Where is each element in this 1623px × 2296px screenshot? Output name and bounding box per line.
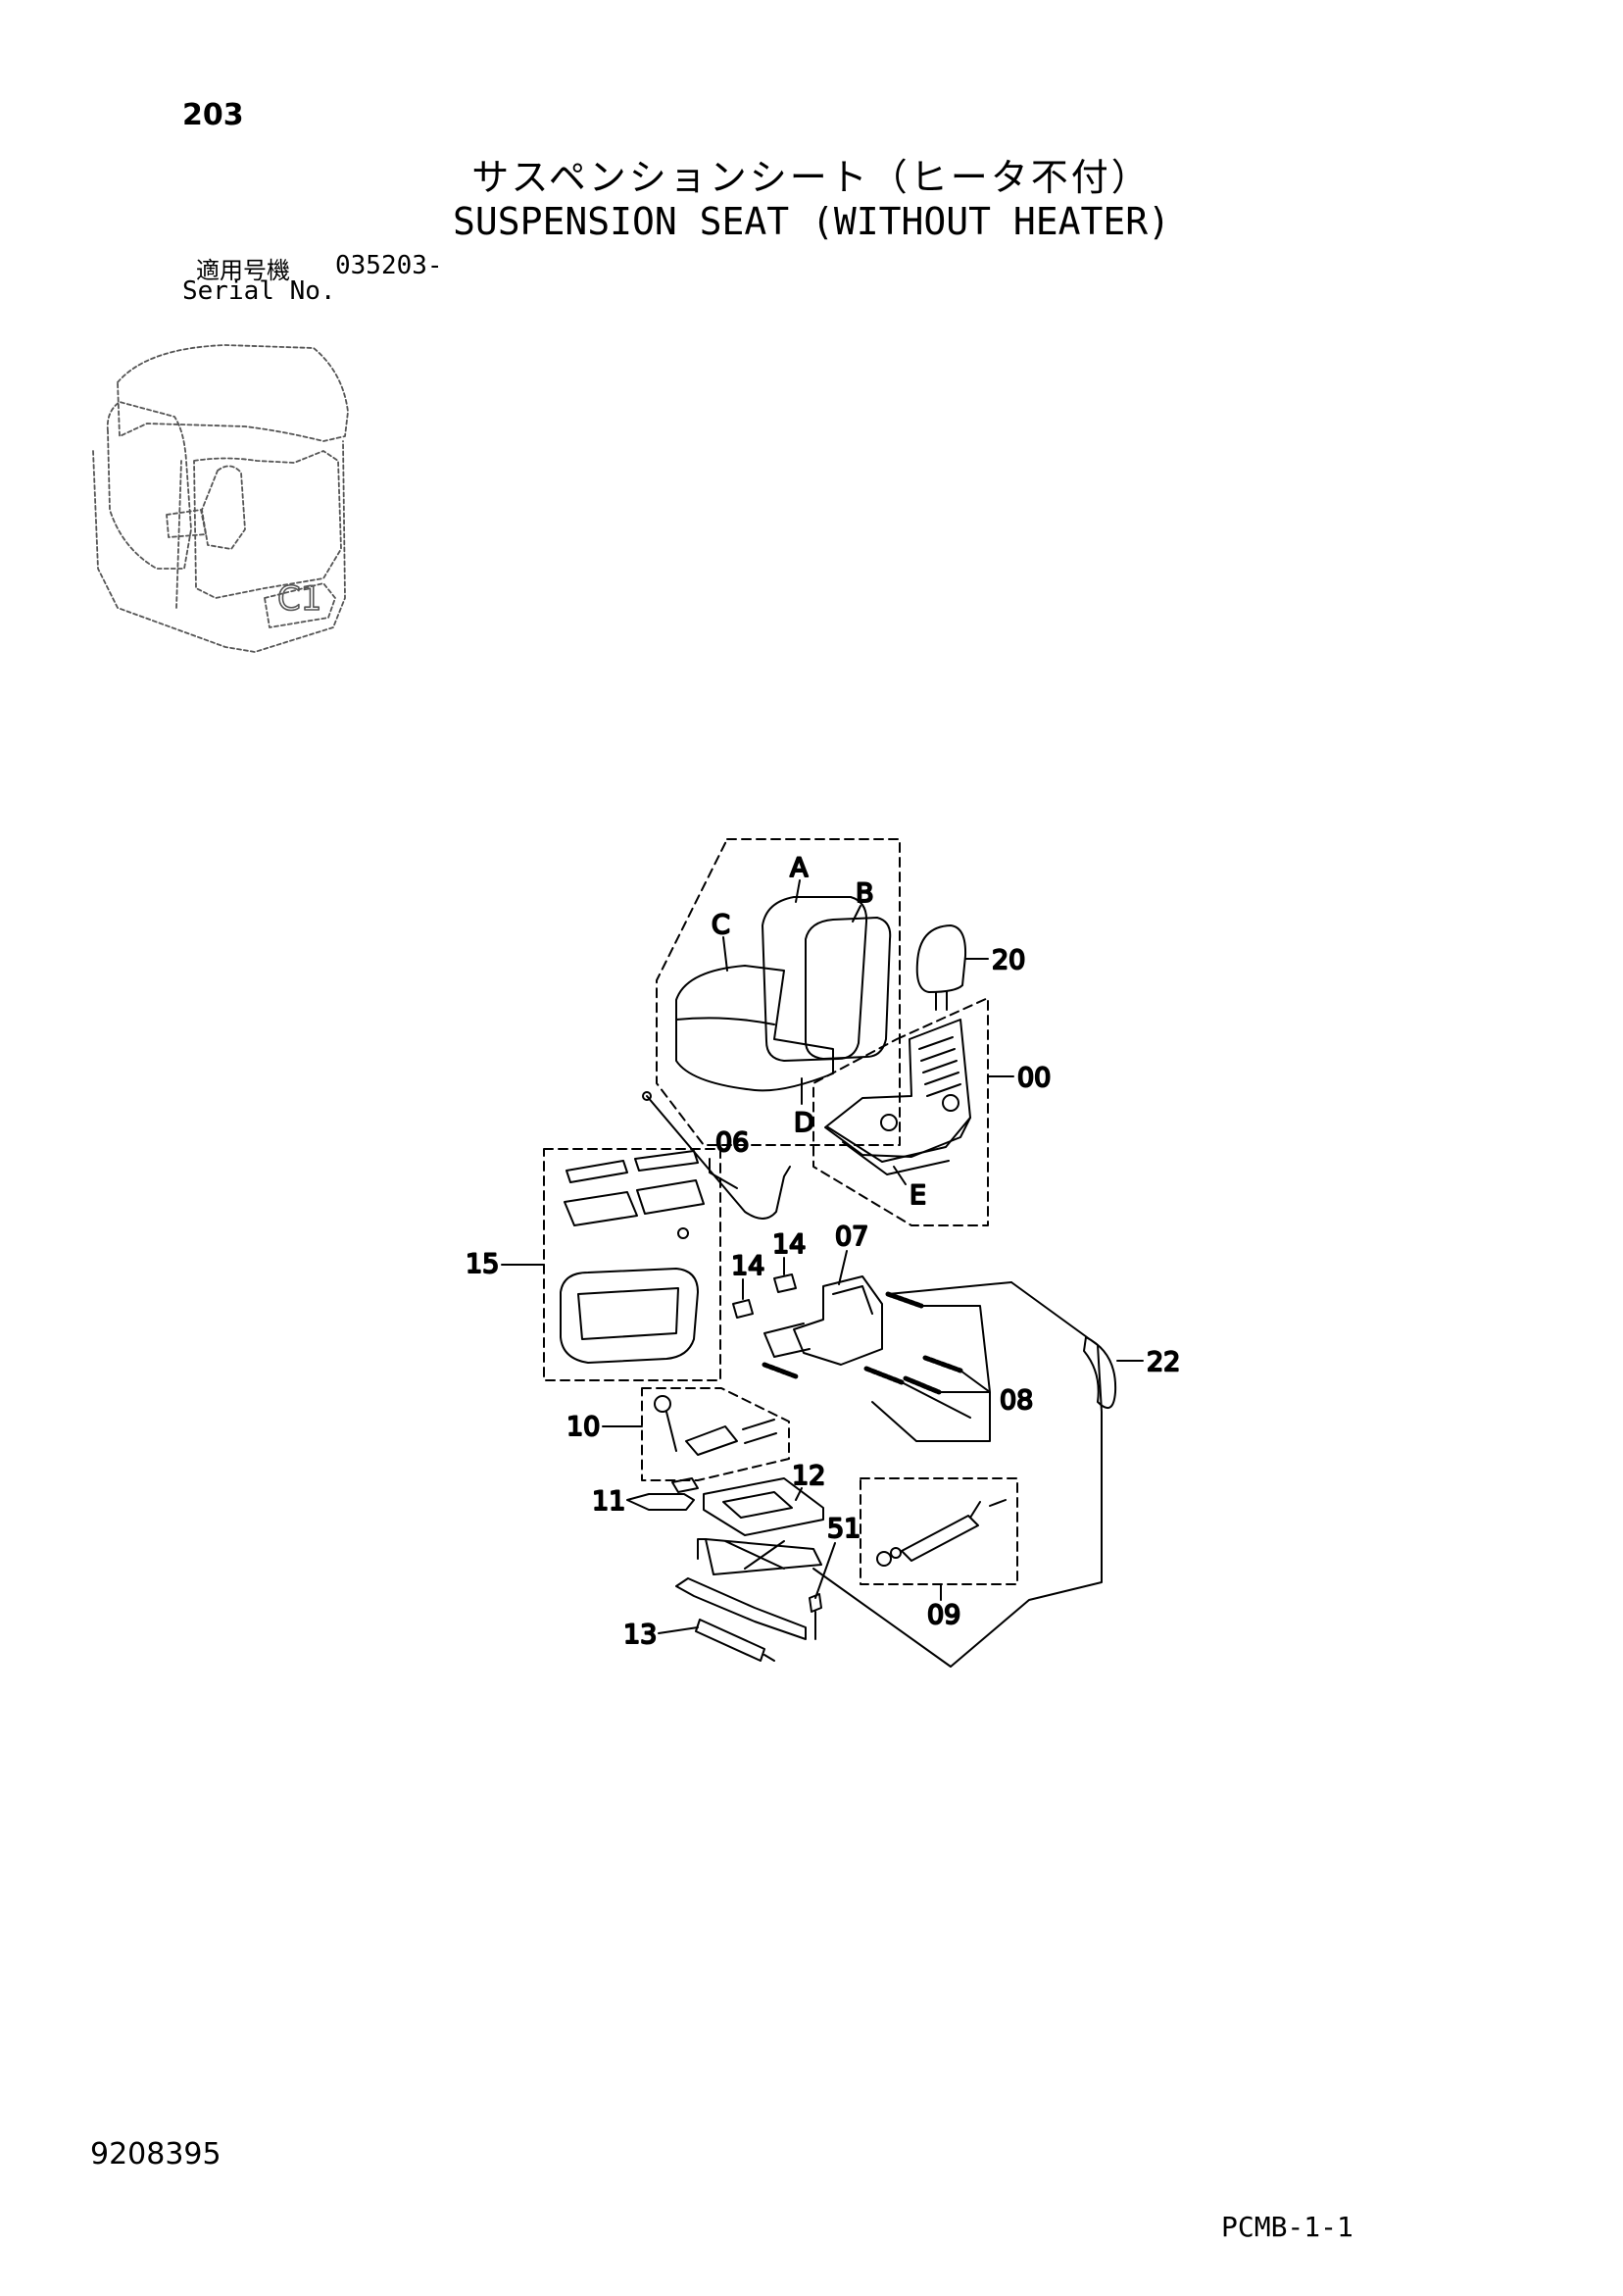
part-11 xyxy=(671,1477,699,1493)
leader-51 xyxy=(814,1542,836,1599)
spring-08-4 xyxy=(903,1375,942,1395)
leader-B xyxy=(852,905,861,923)
callout-15: 15 xyxy=(466,1249,499,1279)
washer-09-2 xyxy=(890,1547,902,1559)
callout-09: 09 xyxy=(927,1600,960,1630)
leader-12 xyxy=(795,1487,803,1501)
seat-rail-lower xyxy=(564,1179,705,1226)
headrest-20 xyxy=(915,924,967,993)
callout-07: 07 xyxy=(835,1222,868,1252)
seat-backrest-A xyxy=(762,896,868,1062)
callout-D: D xyxy=(794,1108,814,1138)
seat-rail-bolt xyxy=(677,1227,689,1239)
seat-backrest-B xyxy=(805,917,892,1060)
seat-frame-tray xyxy=(560,1268,699,1364)
callout-00: 00 xyxy=(1017,1063,1051,1093)
serial-label-english: Serial No. xyxy=(182,276,336,306)
group-09-outline xyxy=(860,1477,1018,1585)
seat-frame-base xyxy=(827,1117,971,1175)
cab-side-window xyxy=(193,450,342,599)
handle-13 xyxy=(675,1577,807,1640)
cover-22 xyxy=(1083,1336,1117,1410)
cab-bottom-rim xyxy=(264,582,336,628)
leader-13 xyxy=(658,1626,699,1634)
suspension-12 xyxy=(703,1477,824,1536)
document-code: 9208395 xyxy=(90,2137,221,2171)
seat-cushion-bottom-seam xyxy=(675,1017,775,1025)
cab-front-window xyxy=(106,401,192,570)
serial-label-japanese: 適用号機 xyxy=(196,257,290,284)
cab-icon xyxy=(92,344,349,653)
cab-door-line xyxy=(175,460,182,609)
leader-11 xyxy=(626,1493,695,1511)
bolt-51 xyxy=(809,1593,822,1640)
part-14-right xyxy=(773,1273,797,1293)
damper-13 xyxy=(695,1619,775,1662)
callout-14-right: 14 xyxy=(772,1229,806,1260)
leader-A xyxy=(795,879,801,903)
seat-cushion-group-outline xyxy=(656,838,901,1146)
seat-cushion-bottom xyxy=(675,965,834,1092)
callout-13: 13 xyxy=(623,1620,657,1650)
suspension-12-top xyxy=(722,1491,793,1519)
callout-14-left: 14 xyxy=(731,1251,764,1281)
cab-body xyxy=(92,440,346,653)
leader-06 xyxy=(709,1158,738,1189)
callout-22: 22 xyxy=(1147,1347,1180,1377)
page-reference: PCMB-1-1 xyxy=(1221,2211,1353,2243)
spring-08-5 xyxy=(762,1362,799,1379)
cab-icon-label: C1 xyxy=(277,579,321,619)
cab-roof xyxy=(117,344,349,442)
bolt-10 xyxy=(654,1395,671,1413)
seat-frame-00 xyxy=(824,1019,971,1158)
callout-A: A xyxy=(790,853,809,883)
spring-08-3 xyxy=(863,1366,905,1385)
group-15-outline xyxy=(543,1148,721,1381)
callout-E: E xyxy=(910,1180,926,1211)
bracket-07 xyxy=(793,1275,883,1366)
washer-09-1 xyxy=(876,1551,892,1567)
connector-22 xyxy=(812,1281,1103,1668)
title-japanese: サスペンションシート（ヒータ不付） xyxy=(471,156,1152,199)
seat-frame-tray-inner xyxy=(577,1287,679,1340)
connector-07-22 xyxy=(887,1281,1012,1295)
suspension-12-scissor xyxy=(697,1538,822,1575)
lever-06 xyxy=(646,1095,791,1220)
callout-08: 08 xyxy=(1000,1385,1033,1416)
spring-08-1 xyxy=(885,1291,924,1309)
seat-frame-pivot-right xyxy=(942,1094,959,1112)
leader-C xyxy=(722,936,728,972)
part-14-left xyxy=(732,1299,754,1319)
leader-E xyxy=(893,1166,907,1185)
seat-frame-pivot-left xyxy=(880,1114,898,1131)
spring-08-2 xyxy=(922,1355,963,1373)
serial-number: 035203- xyxy=(335,251,443,280)
callout-12: 12 xyxy=(792,1461,825,1491)
callout-10: 10 xyxy=(566,1412,600,1442)
seat-frame-ribs xyxy=(918,1036,961,1097)
callout-11: 11 xyxy=(592,1486,625,1517)
group-10-outline xyxy=(641,1387,790,1481)
lever-06-end xyxy=(642,1091,652,1101)
bracket-10 xyxy=(665,1411,777,1456)
seat-frame-group-outline xyxy=(812,997,989,1226)
title-english: SUSPENSION SEAT (WITHOUT HEATER) xyxy=(452,200,1171,243)
callout-B: B xyxy=(856,878,874,909)
seat-rail-upper xyxy=(566,1150,699,1183)
cab-seat xyxy=(201,465,246,550)
callout-C: C xyxy=(712,910,730,940)
leader-07 xyxy=(838,1250,848,1285)
damper-09 xyxy=(901,1499,1007,1562)
leaders-08 xyxy=(871,1305,991,1442)
callout-20: 20 xyxy=(992,945,1025,975)
cab-steering xyxy=(166,509,207,538)
callout-51: 51 xyxy=(827,1514,861,1544)
bracket-07-detail xyxy=(763,1285,873,1358)
page-number: 203 xyxy=(182,98,244,132)
